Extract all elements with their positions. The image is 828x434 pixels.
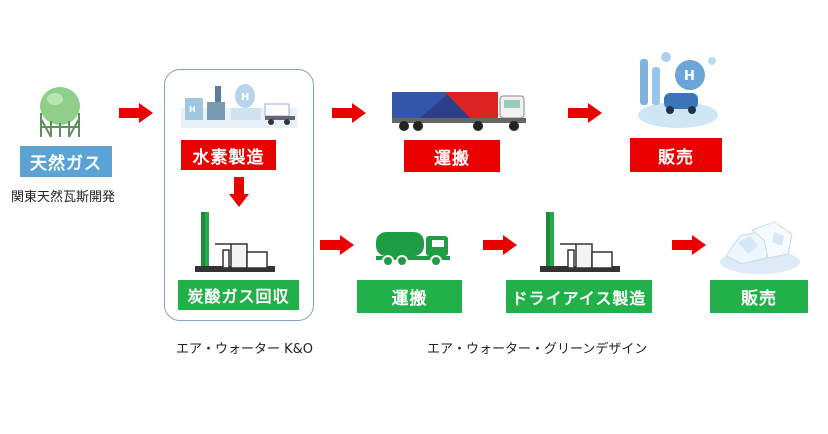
arrow-right-icon xyxy=(483,235,517,255)
co2-tank-truck-icon xyxy=(376,228,452,268)
hydrogen-trailer-truck-icon xyxy=(390,88,530,134)
transport-hydrogen-label: 運搬 xyxy=(404,140,500,172)
green-design-caption: エア・ウォーター・グリーンデザイン xyxy=(427,342,648,357)
ko-company-frame xyxy=(164,69,314,321)
sales-hydrogen-label: 販売 xyxy=(630,138,722,172)
dry-ice-factory-icon xyxy=(540,210,620,272)
gas-company-caption: 関東天然瓦斯開発 xyxy=(11,190,116,205)
sales-dry-ice-label: 販売 xyxy=(710,280,808,313)
gas-holder-icon xyxy=(33,83,87,139)
natural-gas-label: 天然ガス xyxy=(20,146,112,177)
dry-ice-image xyxy=(718,212,802,276)
arrow-right-icon xyxy=(568,103,602,123)
arrow-right-icon xyxy=(332,103,366,123)
transport-co2-label: 運搬 xyxy=(357,280,462,313)
hydrogen-station-icon: H xyxy=(636,45,722,131)
arrow-down-icon xyxy=(229,177,249,207)
svg-text:H: H xyxy=(241,92,249,103)
ko-company-caption: エア・ウォーター K&O xyxy=(176,342,314,357)
svg-text:H: H xyxy=(684,69,695,84)
co2-recovery-label: 炭酸ガス回収 xyxy=(178,280,299,310)
arrow-right-icon xyxy=(119,103,153,123)
hydrogen-production-label: 水素製造 xyxy=(181,140,276,170)
svg-text:H: H xyxy=(189,105,196,114)
arrow-right-icon xyxy=(320,235,354,255)
arrow-right-icon xyxy=(672,235,706,255)
factory-icon xyxy=(195,210,275,272)
dry-ice-production-label: ドライアイス製造 xyxy=(506,280,652,313)
hydrogen-plant-icon: H H xyxy=(181,80,297,128)
